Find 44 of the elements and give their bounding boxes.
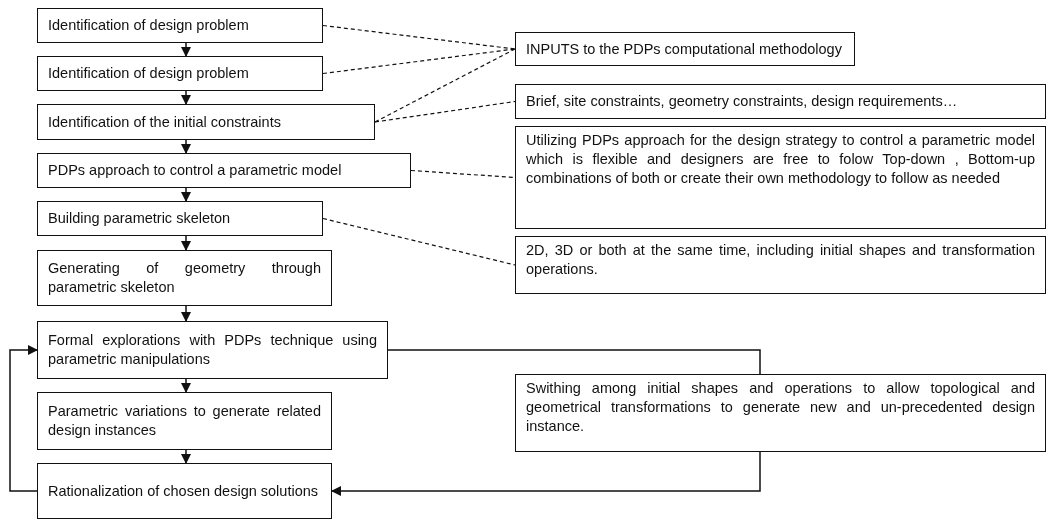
box-text: Brief, site constraints, geometry constraints, design requirements… xyxy=(526,92,959,111)
note-box xyxy=(515,374,1046,452)
arrow xyxy=(181,449,191,464)
process-box xyxy=(37,104,375,140)
dashed-connector xyxy=(410,169,516,179)
arrow xyxy=(181,90,191,105)
dashed-connector xyxy=(322,24,516,50)
note-box xyxy=(515,84,1046,119)
process-box xyxy=(37,250,332,306)
note-box xyxy=(515,32,855,66)
arrow xyxy=(181,378,191,393)
process-box xyxy=(37,153,411,188)
process-box xyxy=(37,201,323,236)
box-text: 2D, 3D or both at the same time, including initial shapes and transformation operations. xyxy=(526,241,1035,279)
dashed-connector xyxy=(322,48,516,75)
process-box xyxy=(37,56,323,91)
box-text: Identification of design problem xyxy=(48,64,250,83)
process-box xyxy=(37,392,332,450)
arrow xyxy=(181,187,191,202)
dashed-connector xyxy=(374,100,516,123)
box-text: Utilizing PDPs approach for the design strategy to control a parametric model which is flexible and designers are free to folow Top-down , Bottom-up combinations of both or create their own methodology to follow as needed xyxy=(526,131,1035,188)
box-text: Formal explorations with PDPs technique using parametric manipulations xyxy=(48,331,377,369)
arrow xyxy=(181,42,191,57)
dashed-connector xyxy=(322,217,516,266)
box-text: Parametric variations to generate related design instances xyxy=(48,402,321,440)
box-text: Identification of design problem xyxy=(48,16,250,35)
box-text: Building parametric skeleton xyxy=(48,209,232,228)
box-text: Identification of the initial constraints xyxy=(48,112,282,132)
box-text: Swithing among initial shapes and operations to allow topological and geometrical transformations to generate new and un-precedented design instance. xyxy=(526,379,1035,436)
process-box xyxy=(37,463,332,519)
arrow xyxy=(331,451,761,496)
box-text: Rationalization of chosen design solutions xyxy=(48,481,320,501)
arrow xyxy=(181,305,191,322)
box-text: Generating of geometry through parametric skeleton xyxy=(48,259,321,297)
box-text: INPUTS to the PDPs computational methodology xyxy=(526,39,843,59)
box-text: PDPs approach to control a parametric model xyxy=(48,161,343,180)
arrow xyxy=(181,139,191,154)
dashed-connector xyxy=(374,48,516,123)
process-box xyxy=(37,321,388,379)
note-box xyxy=(515,236,1046,294)
note-box xyxy=(515,126,1046,229)
process-box xyxy=(37,8,323,43)
arrow xyxy=(181,235,191,251)
arrow xyxy=(9,345,38,492)
